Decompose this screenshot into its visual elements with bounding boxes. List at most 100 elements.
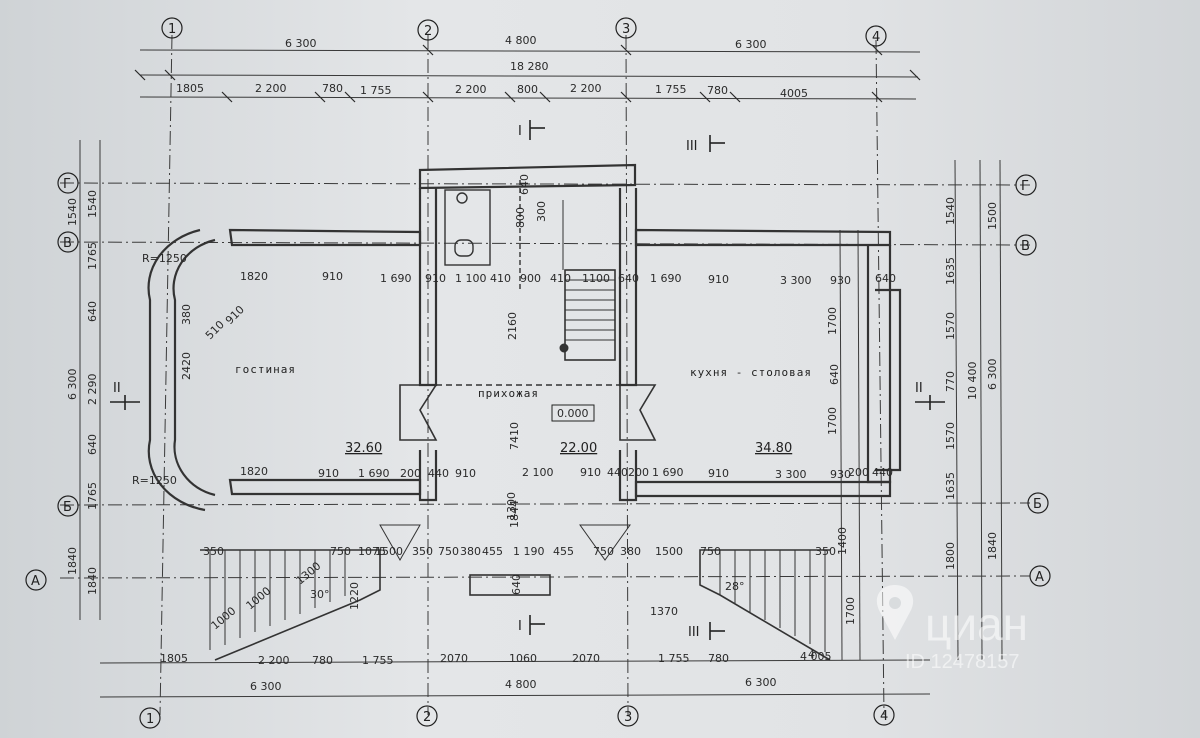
svg-text:1540: 1540 — [66, 198, 79, 226]
svg-text:200: 200 — [400, 467, 421, 480]
svg-text:1000: 1000 — [244, 584, 274, 612]
section-mark-III-top: III — [686, 139, 698, 154]
axis-num-1-bottom: 1 — [146, 712, 154, 727]
svg-text:640: 640 — [618, 272, 639, 285]
dim-right-5 — [839, 229, 843, 661]
svg-text:910: 910 — [322, 270, 343, 283]
svg-text:1300: 1300 — [294, 559, 324, 587]
svg-text:1840: 1840 — [66, 547, 79, 575]
bottom-detail-9: 780 — [708, 652, 729, 665]
hall-walls — [399, 384, 657, 441]
top-detail-1: 1805 — [176, 82, 204, 95]
svg-text:10 400: 10 400 — [966, 362, 979, 401]
dim-right-1 — [954, 159, 959, 661]
level-mark-box — [551, 404, 595, 422]
bathroom — [444, 180, 521, 290]
bottom-span-2: 4 800 — [505, 678, 537, 691]
top-detail-7: 2 200 — [570, 82, 602, 95]
exterior-stairs — [200, 524, 831, 661]
svg-text:380: 380 — [180, 304, 193, 325]
top-detail-3: 780 — [322, 82, 343, 95]
stair-row-dims: 350 750 1075 1500 350 750 380 455 1 190 … — [203, 527, 849, 558]
axis-line-V — [59, 241, 1031, 246]
room-hall-name: прихожая — [478, 387, 539, 400]
dim-line-top-2 — [139, 74, 919, 78]
axis-letter-V-left: В — [63, 236, 72, 251]
axis-line-3 — [625, 34, 629, 716]
svg-text:200: 200 — [848, 466, 869, 479]
axis-num-3-bottom: 3 — [624, 710, 632, 725]
svg-text:6 300: 6 300 — [66, 369, 79, 401]
location-pin-icon — [876, 585, 914, 640]
svg-text:1700: 1700 — [826, 407, 839, 435]
bottom-detail-1: 1805 — [160, 652, 188, 665]
axis-line-1 — [159, 34, 173, 716]
svg-text:1570: 1570 — [944, 312, 957, 340]
svg-text:1500: 1500 — [986, 202, 999, 230]
svg-text:2160: 2160 — [506, 312, 519, 340]
svg-text:1 690: 1 690 — [650, 272, 682, 285]
svg-text:350: 350 — [203, 545, 224, 558]
section-mark-I-bottom: I — [518, 619, 522, 634]
svg-text:1 690: 1 690 — [358, 467, 390, 480]
svg-text:910: 910 — [425, 272, 446, 285]
axis-letter-A-left: А — [31, 574, 40, 589]
svg-text:1635: 1635 — [944, 257, 957, 285]
svg-text:1800: 1800 — [944, 542, 957, 570]
svg-text:1 190: 1 190 — [513, 545, 545, 558]
svg-text:1370: 1370 — [650, 605, 678, 618]
svg-text:3 300: 3 300 — [775, 468, 807, 481]
axis-line-A — [59, 575, 1031, 579]
svg-text:200: 200 — [628, 466, 649, 479]
dim-line-top-1 — [139, 49, 921, 53]
svg-text:7410: 7410 — [508, 422, 521, 450]
svg-text:910: 910 — [223, 303, 247, 327]
svg-text:1 690: 1 690 — [380, 272, 412, 285]
svg-text:910: 910 — [455, 467, 476, 480]
top-ticks — [134, 44, 921, 103]
top-detail-10: 4005 — [780, 87, 808, 100]
watermark-brand: циан — [925, 598, 1028, 650]
top-span-2: 4 800 — [505, 34, 537, 47]
svg-text:30°: 30° — [310, 588, 330, 601]
svg-text:1570: 1570 — [944, 422, 957, 450]
svg-text:900: 900 — [520, 272, 541, 285]
radius-top: R=1250 — [142, 252, 187, 265]
axis-num-4-top: 4 — [872, 30, 880, 45]
top-detail-5: 2 200 — [455, 83, 487, 96]
misc-dims: 640 2160 800 300 2420 380 510 910 1300 7… — [180, 174, 841, 661]
svg-text:4: 4 — [808, 648, 815, 661]
svg-text:750: 750 — [593, 545, 614, 558]
svg-text:28°: 28° — [725, 580, 745, 593]
svg-text:1000: 1000 — [209, 604, 239, 632]
inner-row-bottom-dims: 1820 910 1 690 200 440 910 2 100 910 440… — [240, 465, 893, 481]
svg-text:640: 640 — [86, 301, 99, 322]
axis-num-3-top: 3 — [622, 22, 630, 37]
svg-text:930: 930 — [830, 468, 851, 481]
svg-text:750: 750 — [700, 545, 721, 558]
top-span-3: 6 300 — [735, 38, 767, 51]
section-markers — [110, 120, 945, 640]
svg-text:440: 440 — [872, 466, 893, 479]
inner-row-top-dims: 1820 910 1 690 910 1 100 410 900 410 110… — [240, 270, 896, 287]
axis-num-1-top: 1 — [168, 22, 176, 37]
bottom-detail-8: 1 755 — [658, 652, 690, 665]
svg-text:1840: 1840 — [86, 567, 99, 595]
room-living-area: 32.60 — [345, 441, 382, 456]
svg-text:1820: 1820 — [240, 465, 268, 478]
svg-text:440: 440 — [428, 467, 449, 480]
svg-text:1075: 1075 — [358, 545, 386, 558]
axis-letter-V-right: В — [1021, 239, 1030, 254]
svg-text:1700: 1700 — [844, 597, 857, 625]
svg-text:3 300: 3 300 — [780, 274, 812, 287]
room-hall-area: 22.00 — [560, 441, 597, 456]
axis-bubbles — [25, 17, 1051, 729]
svg-text:410: 410 — [550, 272, 571, 285]
svg-text:440: 440 — [607, 466, 628, 479]
axis-letter-G-right: Г — [1021, 179, 1029, 194]
svg-text:1844: 1844 — [508, 500, 521, 528]
top-detail-9: 780 — [707, 84, 728, 97]
svg-text:640: 640 — [510, 574, 523, 595]
svg-text:1400: 1400 — [836, 527, 849, 555]
